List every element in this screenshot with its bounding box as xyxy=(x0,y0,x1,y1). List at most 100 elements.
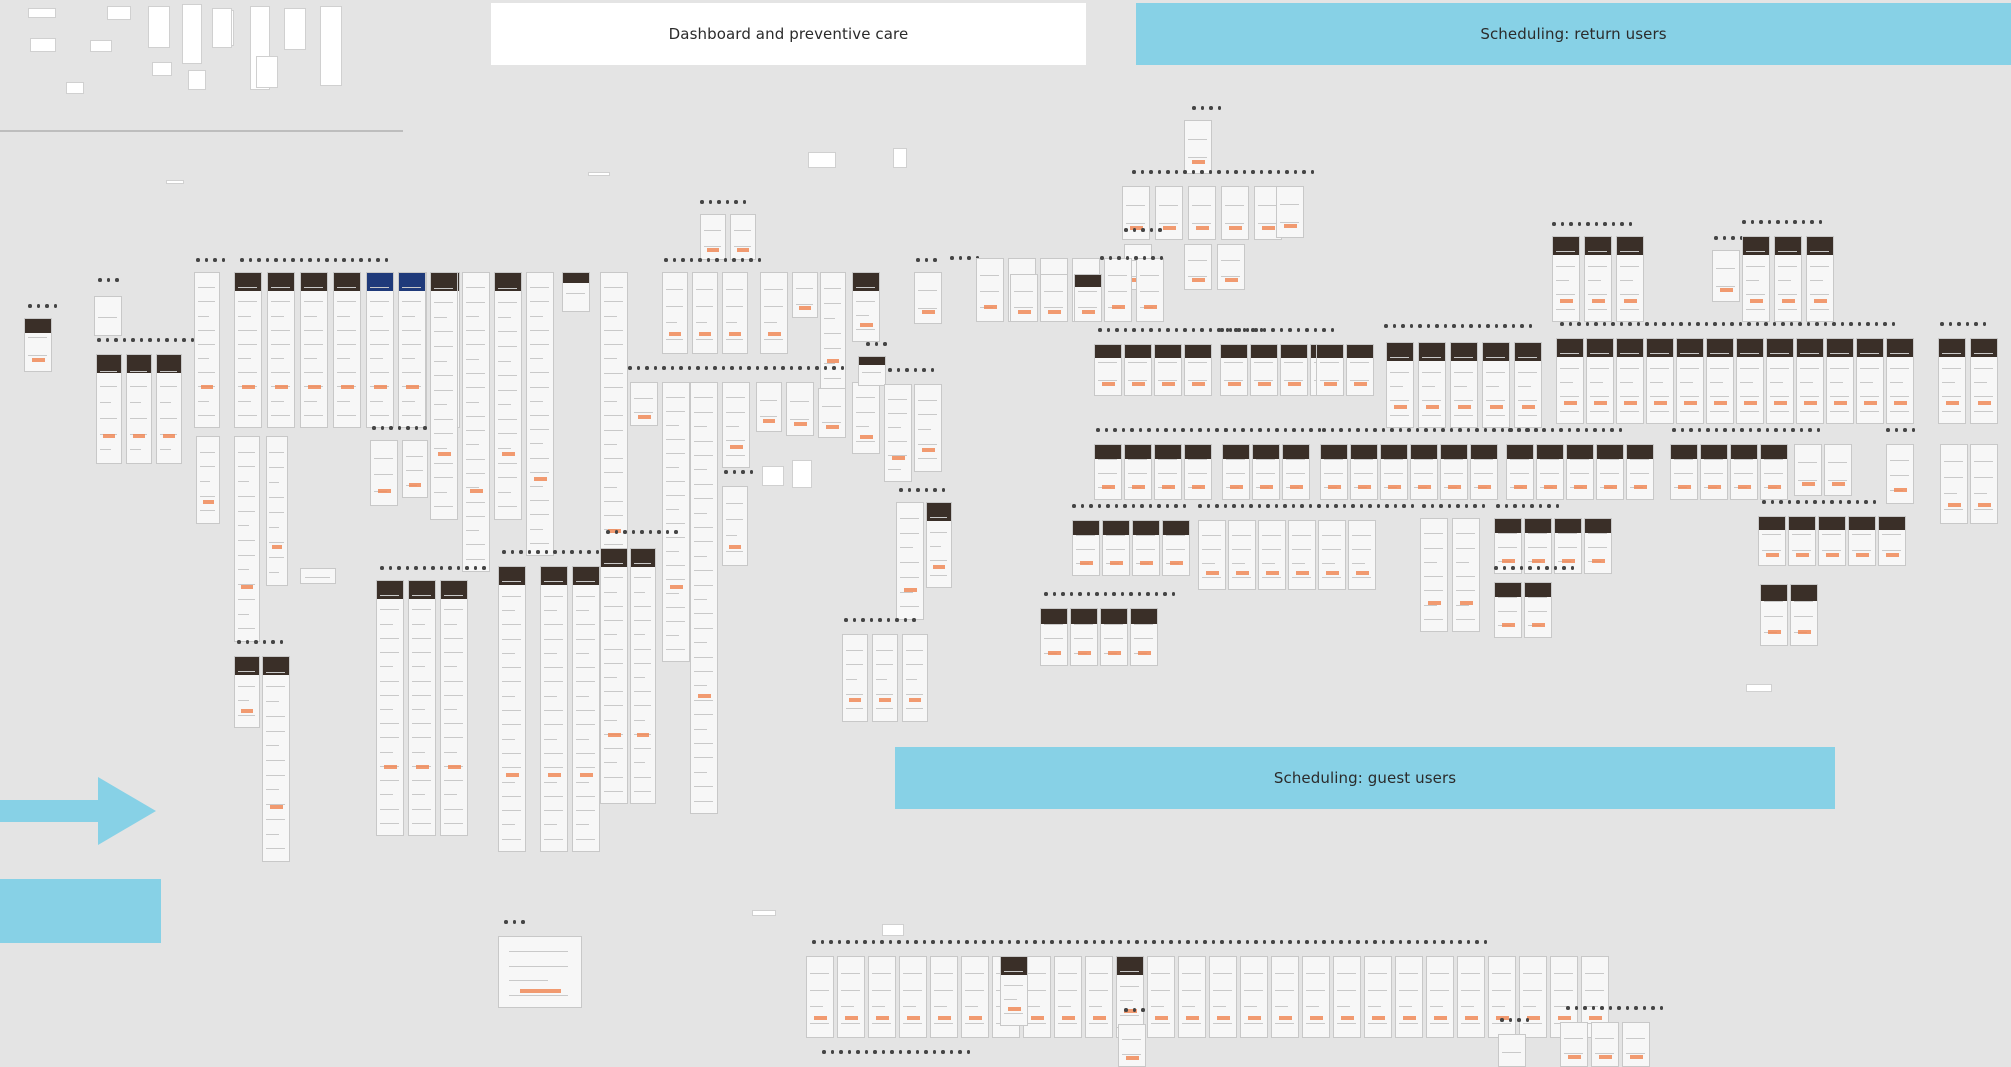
screen-frame[interactable] xyxy=(1457,956,1485,1038)
screen-frame[interactable] xyxy=(1536,444,1564,500)
screen-frame[interactable] xyxy=(1252,444,1280,500)
screen-frame[interactable] xyxy=(1346,344,1374,396)
mini-frame[interactable] xyxy=(30,38,56,52)
screen-frame[interactable] xyxy=(540,566,568,852)
screen-frame[interactable] xyxy=(1788,516,1816,566)
screen-frame[interactable] xyxy=(1364,956,1392,1038)
mini-frame[interactable] xyxy=(320,6,342,86)
screen-frame[interactable] xyxy=(1591,1022,1619,1067)
mini-frame[interactable] xyxy=(28,8,56,18)
screen-frame[interactable] xyxy=(1124,344,1152,396)
mini-frame[interactable] xyxy=(588,172,610,176)
screen-frame[interactable] xyxy=(1566,444,1594,500)
screen-frame[interactable] xyxy=(756,382,782,432)
mini-frame[interactable] xyxy=(188,70,206,90)
screen-frame[interactable] xyxy=(1072,520,1100,576)
screen-frame[interactable] xyxy=(408,580,436,836)
screen-frame[interactable] xyxy=(1395,956,1423,1038)
screen-frame[interactable] xyxy=(1040,608,1068,666)
screen-frame[interactable] xyxy=(1228,520,1256,590)
screen-frame[interactable] xyxy=(1010,274,1038,322)
screen-frame[interactable] xyxy=(1420,518,1448,632)
screen-frame[interactable] xyxy=(1824,444,1852,496)
screen-frame[interactable] xyxy=(1102,520,1130,576)
screen-frame[interactable] xyxy=(1560,1022,1588,1067)
screen-frame[interactable] xyxy=(818,388,846,438)
screen-frame[interactable] xyxy=(1970,338,1998,424)
screen-frame[interactable] xyxy=(1302,956,1330,1038)
screen-frame[interactable] xyxy=(1552,236,1580,322)
screen-frame[interactable] xyxy=(234,272,262,428)
screen-frame[interactable] xyxy=(690,382,718,814)
screen-frame[interactable] xyxy=(1386,342,1414,428)
screen-frame[interactable] xyxy=(1094,444,1122,500)
mini-frame[interactable] xyxy=(256,56,278,88)
arrow-right-icon[interactable] xyxy=(0,777,156,845)
screen-frame[interactable] xyxy=(1736,338,1764,424)
screen-frame[interactable] xyxy=(1116,956,1144,1028)
screen-frame[interactable] xyxy=(1498,1034,1526,1067)
screen-frame[interactable] xyxy=(370,440,398,506)
screen-frame[interactable] xyxy=(930,956,958,1038)
screen-frame[interactable] xyxy=(1524,582,1552,638)
mini-frame[interactable] xyxy=(752,910,776,916)
screen-frame[interactable] xyxy=(1760,444,1788,500)
screen-frame[interactable] xyxy=(1094,344,1122,396)
screen-frame[interactable] xyxy=(333,272,361,428)
screen-frame[interactable] xyxy=(1222,444,1250,500)
mini-frame[interactable] xyxy=(1746,684,1772,692)
screen-frame[interactable] xyxy=(1626,444,1654,500)
screen-frame[interactable] xyxy=(1790,584,1818,646)
screen-frame[interactable] xyxy=(498,936,582,1008)
mini-frame[interactable] xyxy=(152,62,172,76)
screen-frame[interactable] xyxy=(1766,338,1794,424)
screen-frame[interactable] xyxy=(1184,120,1212,174)
screen-frame[interactable] xyxy=(366,272,394,428)
screen-frame[interactable] xyxy=(1596,444,1624,500)
screen-frame[interactable] xyxy=(1276,186,1304,238)
screen-frame[interactable] xyxy=(1818,516,1846,566)
screen-frame[interactable] xyxy=(1380,444,1408,500)
screen-frame[interactable] xyxy=(1494,582,1522,638)
screen-frame[interactable] xyxy=(96,354,122,464)
screen-frame[interactable] xyxy=(1856,338,1884,424)
screen-frame[interactable] xyxy=(1760,584,1788,646)
screen-frame[interactable] xyxy=(1130,608,1158,666)
screen-frame[interactable] xyxy=(1646,338,1674,424)
screen-frame[interactable] xyxy=(1470,444,1498,500)
screen-frame[interactable] xyxy=(899,956,927,1038)
screen-frame[interactable] xyxy=(1271,956,1299,1038)
mini-frame[interactable] xyxy=(166,180,184,184)
screen-frame[interactable] xyxy=(1878,516,1906,566)
screen-frame[interactable] xyxy=(902,634,928,722)
screen-frame[interactable] xyxy=(1136,258,1164,322)
screen-frame[interactable] xyxy=(662,382,690,662)
screen-frame[interactable] xyxy=(402,440,428,498)
screen-frame[interactable] xyxy=(820,272,846,392)
screen-frame[interactable] xyxy=(1494,518,1522,574)
screen-frame[interactable] xyxy=(234,656,260,728)
screen-frame[interactable] xyxy=(600,548,628,804)
screen-frame[interactable] xyxy=(1616,236,1644,322)
screen-frame[interactable] xyxy=(1418,342,1446,428)
screen-frame[interactable] xyxy=(700,214,726,260)
screen-frame[interactable] xyxy=(852,272,880,342)
screen-frame[interactable] xyxy=(1316,344,1344,396)
screen-frame[interactable] xyxy=(730,214,756,260)
screen-frame[interactable] xyxy=(1000,956,1028,1026)
screen-frame[interactable] xyxy=(1100,608,1128,666)
screen-frame[interactable] xyxy=(1040,274,1068,322)
screen-frame[interactable] xyxy=(914,272,942,324)
blue-block[interactable] xyxy=(0,879,161,943)
screen-frame[interactable] xyxy=(976,258,1004,322)
screen-frame[interactable] xyxy=(562,272,590,312)
screen-frame[interactable] xyxy=(872,634,898,722)
screen-frame[interactable] xyxy=(1217,244,1245,290)
screen-frame[interactable] xyxy=(1104,258,1132,322)
screen-frame[interactable] xyxy=(1147,956,1175,1038)
screen-frame[interactable] xyxy=(526,272,554,556)
screen-frame[interactable] xyxy=(398,272,426,428)
screen-frame[interactable] xyxy=(376,580,404,836)
screen-frame[interactable] xyxy=(267,272,295,428)
screen-frame[interactable] xyxy=(1506,444,1534,500)
